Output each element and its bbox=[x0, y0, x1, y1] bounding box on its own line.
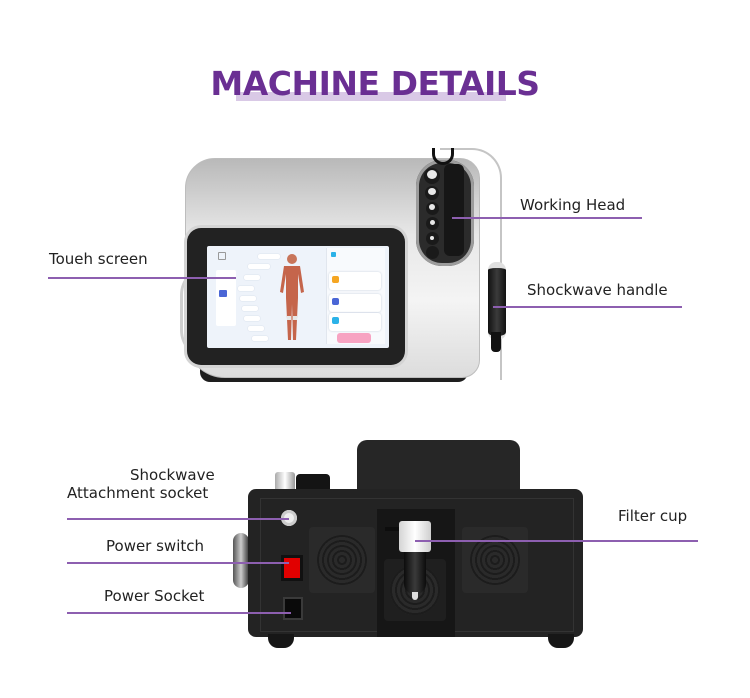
label-attachment-socket-line1: Shockwave bbox=[130, 466, 215, 484]
screen-body-part-tag bbox=[244, 275, 260, 280]
working-head-tip bbox=[430, 236, 434, 240]
working-head-tip bbox=[429, 204, 435, 210]
side-handle bbox=[233, 533, 249, 588]
fan-grill-icon bbox=[317, 535, 367, 585]
working-head bbox=[426, 246, 439, 259]
handle-cable-boot bbox=[491, 332, 501, 352]
callout-line-shockwave-handle bbox=[493, 306, 682, 308]
screen-intensity-card bbox=[329, 272, 381, 290]
screen-sidebar bbox=[216, 270, 236, 326]
attachment-connector bbox=[275, 472, 295, 492]
callout-line-touch-screen bbox=[48, 277, 236, 279]
screen-start-button bbox=[337, 333, 371, 343]
filter-cup-tip bbox=[412, 592, 418, 600]
filter-cup bbox=[404, 552, 426, 594]
fan-vent-right bbox=[462, 527, 528, 593]
callout-line-attachment-socket bbox=[67, 518, 289, 520]
label-shockwave-handle: Shockwave handle bbox=[527, 281, 668, 299]
screen-body-part-tag bbox=[244, 316, 260, 321]
label-touch-screen: Toueh screen bbox=[49, 250, 148, 268]
screen-count-card bbox=[329, 313, 381, 331]
home-icon bbox=[218, 252, 226, 260]
shockwave-attachment-socket bbox=[281, 510, 297, 526]
fan-vent-left bbox=[309, 527, 375, 593]
screen-frequency-card bbox=[329, 294, 381, 312]
working-head-tip bbox=[428, 188, 436, 195]
title-highlight-bar bbox=[236, 92, 506, 101]
shockwave-handle bbox=[488, 262, 506, 340]
screen-body-part-tag bbox=[248, 264, 270, 269]
handle-hook bbox=[432, 148, 454, 165]
filter-clip bbox=[385, 527, 399, 531]
label-working-head: Working Head bbox=[520, 196, 626, 214]
power-switch bbox=[281, 555, 303, 581]
handle-rest bbox=[296, 474, 330, 492]
screen-body-part-tag bbox=[242, 306, 258, 311]
callout-line-power-switch bbox=[67, 562, 289, 564]
filter-cup-cap bbox=[399, 521, 431, 552]
label-power-socket: Power Socket bbox=[104, 587, 205, 605]
power-socket bbox=[283, 597, 303, 620]
screen-settings-icon bbox=[331, 252, 336, 257]
callout-line-power-socket bbox=[67, 612, 291, 614]
screen-body-part-tag bbox=[248, 326, 264, 331]
fan-grill-icon bbox=[470, 535, 520, 585]
machine-side-lip bbox=[180, 265, 211, 360]
applicator-stand bbox=[444, 164, 464, 256]
label-filter-cup: Filter cup bbox=[618, 507, 688, 525]
count-icon bbox=[332, 317, 339, 324]
machine-foot bbox=[548, 634, 574, 648]
working-head-tip bbox=[430, 220, 435, 225]
machine-foot bbox=[268, 634, 294, 648]
callout-line-working-head bbox=[452, 217, 642, 219]
screen-body-part-tag bbox=[252, 336, 268, 341]
working-head-tip bbox=[427, 170, 437, 179]
intensity-icon bbox=[332, 276, 339, 283]
frequency-icon bbox=[332, 298, 339, 305]
callout-line-filter-cup bbox=[415, 540, 698, 542]
label-attachment-socket-line2: Attachment socket bbox=[67, 484, 209, 502]
screen-back-cover bbox=[357, 440, 520, 490]
screen-body-part-tag bbox=[240, 296, 256, 301]
label-power-switch: Power switch bbox=[106, 537, 205, 555]
anatomy-figure-icon bbox=[280, 254, 304, 340]
screen-body-part-tag bbox=[258, 254, 280, 259]
screen-body-part-tag bbox=[238, 286, 254, 291]
page-title: MACHINE DETAILS bbox=[210, 64, 540, 103]
screen-mode-icon bbox=[219, 290, 227, 297]
